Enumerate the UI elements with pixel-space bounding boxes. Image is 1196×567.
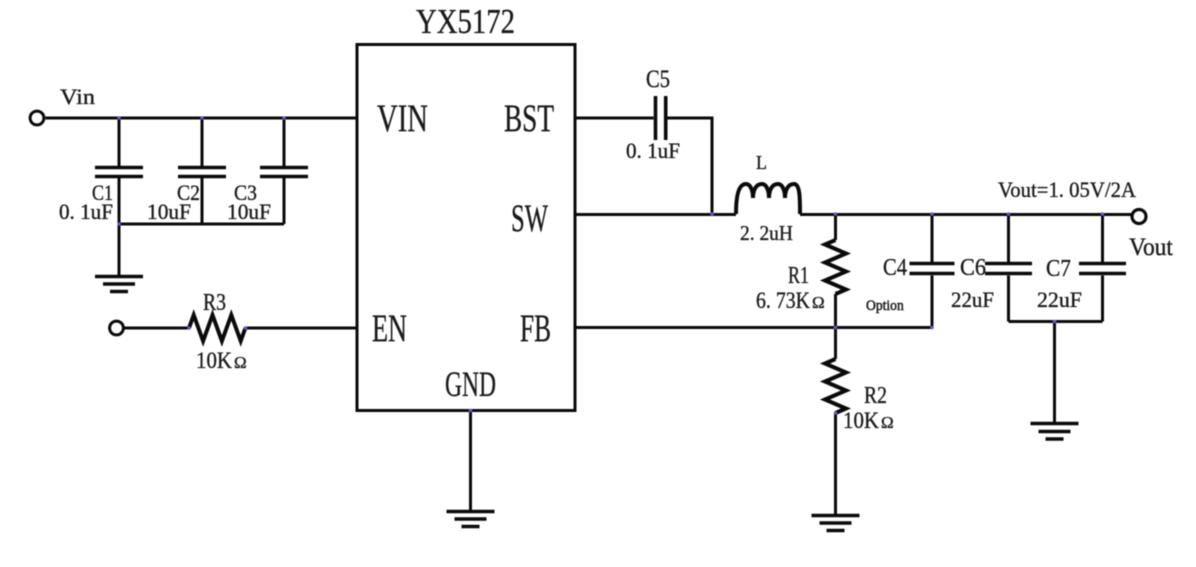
svg-text:VIN: VIN [377, 97, 428, 140]
svg-text:Vout: Vout [1129, 233, 1173, 261]
svg-text:Vout=1. 05V/2A: Vout=1. 05V/2A [998, 177, 1136, 202]
svg-text:R1: R1 [788, 261, 809, 288]
svg-text:YX5172: YX5172 [416, 1, 515, 40]
svg-text:0. 1uF: 0. 1uF [59, 200, 113, 224]
svg-text:C5: C5 [646, 65, 670, 92]
svg-text:0. 1uF: 0. 1uF [626, 139, 680, 163]
svg-text:Ω: Ω [812, 293, 825, 312]
svg-text:EN: EN [372, 307, 407, 350]
svg-text:C2: C2 [177, 180, 200, 205]
svg-text:2. 2uH: 2. 2uH [740, 222, 793, 245]
svg-text:R2: R2 [864, 381, 887, 408]
svg-text:L: L [756, 152, 767, 174]
svg-text:C4: C4 [883, 254, 907, 281]
svg-text:R3: R3 [203, 288, 226, 315]
svg-text:C3: C3 [234, 180, 257, 205]
svg-text:10K: 10K [196, 347, 232, 373]
svg-text:10K: 10K [843, 407, 879, 433]
svg-text:10uF: 10uF [147, 200, 191, 224]
svg-text:Vin: Vin [60, 85, 95, 110]
svg-text:GND: GND [445, 364, 496, 404]
svg-text:22uF: 22uF [951, 288, 994, 313]
svg-text:FB: FB [520, 308, 551, 351]
svg-text:Ω: Ω [234, 353, 247, 372]
svg-text:6. 73K: 6. 73K [756, 288, 810, 314]
svg-text:C1: C1 [92, 181, 113, 205]
svg-text:C7: C7 [1046, 255, 1071, 281]
svg-text:Ω: Ω [881, 413, 894, 432]
svg-text:10uF: 10uF [227, 200, 271, 224]
svg-text:22uF: 22uF [1037, 287, 1082, 312]
svg-text:C6: C6 [960, 254, 986, 281]
svg-text:Option: Option [866, 297, 904, 314]
svg-text:BST: BST [504, 97, 554, 140]
svg-text:SW: SW [511, 198, 548, 241]
